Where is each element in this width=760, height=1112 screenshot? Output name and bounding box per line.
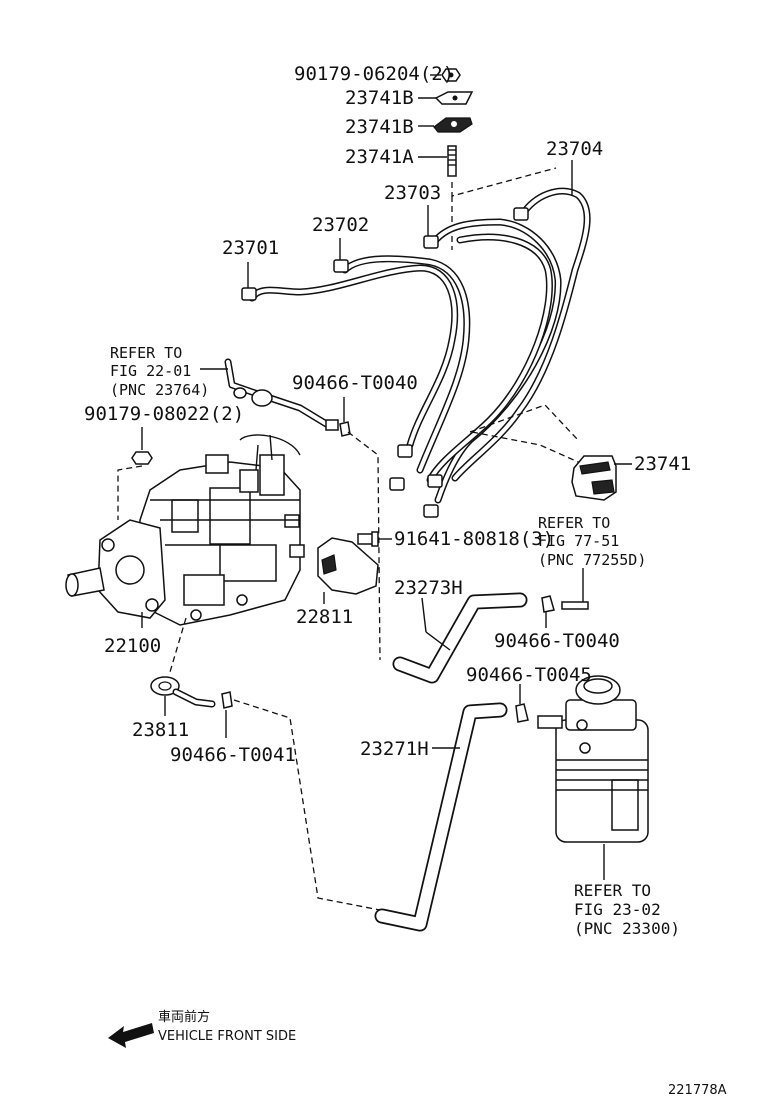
hose-23271H — [374, 702, 508, 932]
label-22100: 22100 — [104, 635, 161, 657]
label-90179-06204: 90179-06204(2) — [294, 63, 454, 85]
label-23741B-upper: 23741B — [345, 87, 414, 109]
label-90466-T0040-lower: 90466-T0040 — [494, 630, 620, 652]
clip-90466-T0041 — [221, 691, 233, 709]
ref-22-01-line1: REFER TO — [110, 344, 182, 362]
direction-label-jp: 車両前方 — [158, 1009, 210, 1025]
union-bolt-23811 — [150, 676, 216, 708]
label-90466-T0041: 90466-T0041 — [170, 744, 296, 766]
label-23701: 23701 — [222, 237, 279, 259]
clamp-23741 — [571, 455, 617, 501]
arrow-left-icon — [108, 1023, 154, 1048]
label-90179-08022: 90179-08022(2) — [84, 403, 244, 425]
hose-23273H — [392, 592, 528, 684]
label-90466-T0040-upper: 90466-T0040 — [292, 372, 418, 394]
bracket-22811 — [317, 537, 379, 595]
clip-90466-T0040-upper — [339, 421, 351, 437]
clamp-23741B-lower — [433, 117, 473, 133]
label-23811: 23811 — [132, 719, 189, 741]
ref-note-fig-23-02: REFER TO FIG 23-02 (PNC 23300) — [574, 881, 680, 938]
label-23741B-lower: 23741B — [345, 116, 414, 138]
nut-90179-08022 — [131, 451, 153, 465]
ref-22-01-line2: FIG 22-01 — [110, 362, 191, 380]
injection-pump-22100 — [65, 434, 305, 626]
ref-23-02-line2: FIG 23-02 — [574, 900, 661, 919]
pipe-fittings — [241, 207, 529, 518]
direction-label: VEHICLE FRONT SIDE — [158, 1029, 296, 1044]
fuel-filter-assembly — [537, 675, 649, 843]
label-22811: 22811 — [296, 606, 353, 628]
label-23271H: 23271H — [360, 738, 429, 760]
label-23741A: 23741A — [345, 146, 414, 168]
return-pipe — [224, 358, 339, 431]
clip-90466-T0040-lower — [541, 595, 589, 613]
label-23273H: 23273H — [394, 577, 463, 599]
ref-note-fig-22-01: REFER TO FIG 22-01 (PNC 23764) — [110, 344, 209, 399]
injection-pipes — [248, 187, 591, 504]
label-23704: 23704 — [546, 138, 603, 160]
illustration-id: 221778A — [668, 1083, 727, 1098]
clip-90466-T0045 — [515, 703, 529, 723]
label-23703: 23703 — [384, 182, 441, 204]
ref-77-51-line3: (PNC 77255D) — [538, 551, 646, 569]
label-90466-T0045: 90466-T0045 — [466, 664, 592, 686]
label-91641-80818: 91641-80818(3) — [394, 528, 554, 550]
ref-23-02-line1: REFER TO — [574, 881, 651, 900]
label-23702: 23702 — [312, 214, 369, 236]
stud-23741A — [447, 145, 457, 177]
ref-77-51-line2: FIG 77-51 — [538, 532, 619, 550]
label-23741: 23741 — [634, 453, 691, 475]
ref-22-01-line3: (PNC 23764) — [110, 381, 209, 399]
ref-77-51-line1: REFER TO — [538, 514, 610, 532]
ref-note-fig-77-51: REFER TO FIG 77-51 (PNC 77255D) — [538, 514, 646, 569]
part-labels: 90179-06204(2) 23741B 23741B 23741A 2370… — [84, 63, 691, 766]
nut-90179-06204 — [441, 68, 461, 82]
clamp-23741B-upper — [434, 91, 474, 105]
bolt-91641-80818 — [357, 531, 379, 547]
ref-23-02-line3: (PNC 23300) — [574, 919, 680, 938]
